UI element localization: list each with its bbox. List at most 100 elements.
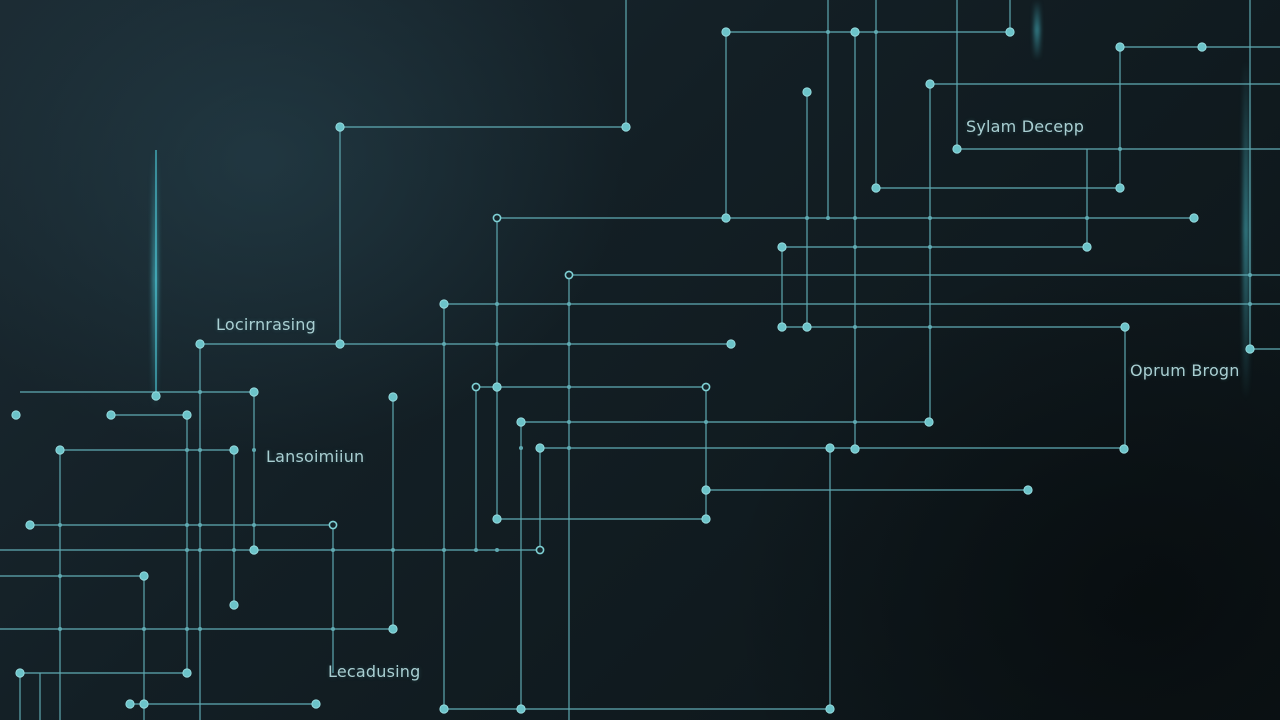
circuit-junction — [495, 302, 499, 306]
circuit-node — [535, 545, 545, 555]
circuit-junction — [928, 325, 932, 329]
circuit-node — [125, 699, 135, 709]
circuit-node — [924, 417, 934, 427]
circuit-node — [1120, 322, 1130, 332]
circuit-node — [777, 242, 787, 252]
circuit-node — [1119, 444, 1129, 454]
circuit-node — [777, 322, 787, 332]
circuit-node — [492, 514, 502, 524]
circuit-junction — [331, 548, 335, 552]
circuit-node — [388, 624, 398, 634]
glow-streak-right — [1243, 60, 1249, 400]
circuit-node — [1115, 183, 1125, 193]
circuit-node — [621, 122, 631, 132]
circuit-node — [15, 668, 25, 678]
label-sylam-decepp: Sylam Decepp — [966, 117, 1085, 136]
circuit-junction — [826, 30, 830, 34]
circuit-junction — [495, 342, 499, 346]
circuit-junction — [185, 548, 189, 552]
circuit-node — [182, 410, 192, 420]
circuit-node — [249, 387, 259, 397]
circuit-node — [195, 339, 205, 349]
label-lecadusing: Lecadusing — [328, 662, 421, 681]
circuit-junction — [252, 523, 256, 527]
circuit-node — [701, 485, 711, 495]
circuit-node — [139, 571, 149, 581]
circuit-node — [182, 668, 192, 678]
circuit-node — [802, 322, 812, 332]
circuit-node — [850, 27, 860, 37]
circuit-node — [492, 382, 502, 392]
circuit-node — [439, 299, 449, 309]
circuit-junction — [826, 216, 830, 220]
circuit-junction — [58, 574, 62, 578]
circuit-node — [1023, 485, 1033, 495]
circuit-node — [721, 27, 731, 37]
circuit-node — [335, 339, 345, 349]
circuit-junction — [567, 420, 571, 424]
circuit-node — [25, 520, 35, 530]
circuit-junction — [567, 342, 571, 346]
circuit-node — [825, 443, 835, 453]
circuit-junction — [185, 627, 189, 631]
circuit-junction — [391, 548, 395, 552]
circuit-junction — [853, 245, 857, 249]
circuit-node — [1082, 242, 1092, 252]
circuit-node — [726, 339, 736, 349]
circuit-node — [802, 87, 812, 97]
circuit-node — [328, 520, 338, 530]
circuit-node — [11, 410, 21, 420]
glow-streak-top — [1034, 0, 1040, 60]
circuit-node — [388, 392, 398, 402]
circuit-junction — [185, 523, 189, 527]
circuit-junction — [567, 302, 571, 306]
circuit-node — [701, 382, 711, 392]
circuit-junction — [567, 446, 571, 450]
circuit-junction — [198, 448, 202, 452]
circuit-junction — [198, 627, 202, 631]
circuit-junction — [232, 548, 236, 552]
circuit-junction — [1248, 302, 1252, 306]
circuit-junction — [198, 523, 202, 527]
circuit-node — [721, 213, 731, 223]
circuit-node — [825, 704, 835, 714]
circuit-node — [850, 444, 860, 454]
circuit-junction — [198, 548, 202, 552]
circuit-junction — [185, 448, 189, 452]
label-oprum-brogn: Oprum Brogn — [1130, 361, 1240, 380]
circuit-node — [516, 704, 526, 714]
circuit-node — [952, 144, 962, 154]
circuit-junction — [495, 548, 499, 552]
circuit-junction — [805, 216, 809, 220]
circuit-node — [564, 270, 574, 280]
circuit-junction — [1085, 216, 1089, 220]
circuit-node — [151, 391, 161, 401]
circuit-node — [249, 545, 259, 555]
circuit-node — [925, 79, 935, 89]
circuit-node — [701, 514, 711, 524]
circuit-node — [471, 382, 481, 392]
circuit-junction — [252, 448, 256, 452]
label-lansoimiiun: Lansoimiiun — [266, 447, 365, 466]
circuit-junction — [1118, 147, 1122, 151]
circuit-junction — [928, 245, 932, 249]
circuit-junction — [853, 216, 857, 220]
circuit-junction — [442, 342, 446, 346]
circuit-node — [139, 699, 149, 709]
circuit-node — [439, 704, 449, 714]
circuit-junction — [1248, 273, 1252, 277]
circuit-junction — [198, 390, 202, 394]
circuit-node — [1189, 213, 1199, 223]
circuit-node — [229, 445, 239, 455]
circuit-junction — [142, 627, 146, 631]
circuit-junction — [474, 548, 478, 552]
circuit-junction — [928, 216, 932, 220]
circuit-junction — [442, 548, 446, 552]
circuit-junction — [853, 325, 857, 329]
circuit-node — [1245, 344, 1255, 354]
circuit-node — [1115, 42, 1125, 52]
circuit-node — [335, 122, 345, 132]
circuit-junction — [331, 627, 335, 631]
circuit-junction — [704, 420, 708, 424]
